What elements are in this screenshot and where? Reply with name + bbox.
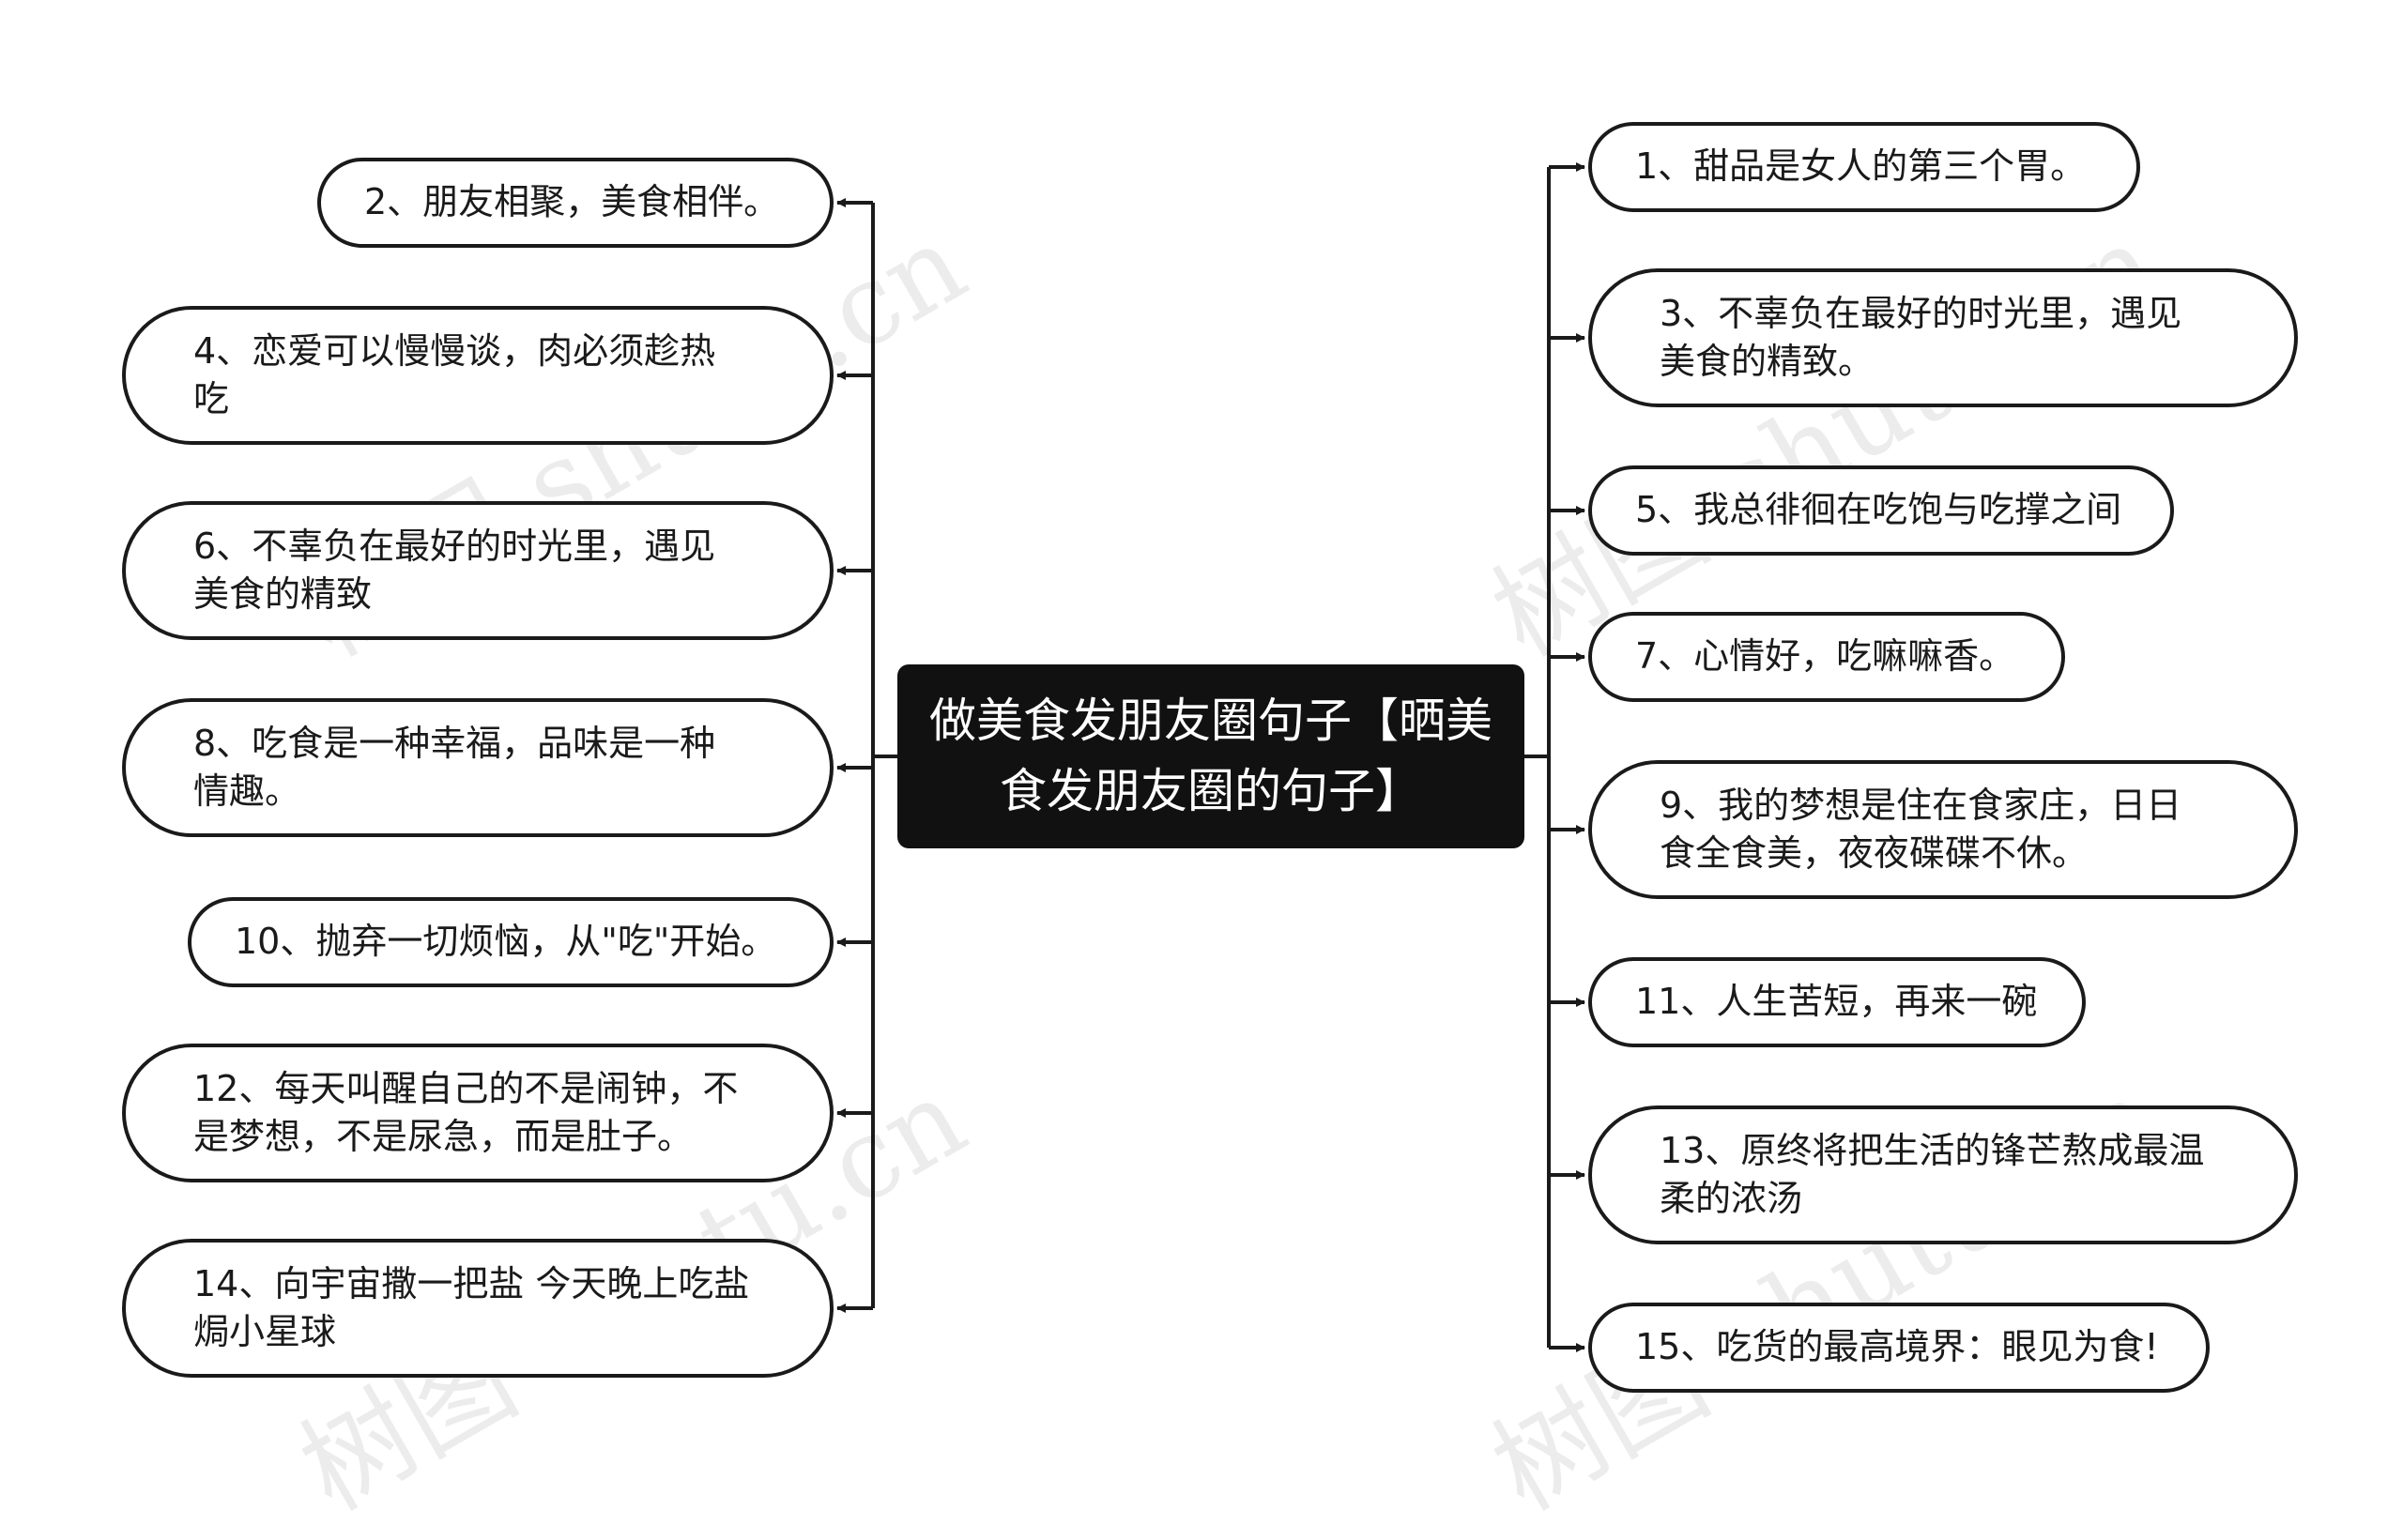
branch-node-text: 2、朋友相聚，美食相伴。: [364, 181, 780, 223]
branch-node-1[interactable]: 1、甜品是女人的第三个胃。: [1588, 122, 2140, 212]
branch-node-12[interactable]: 12、每天叫醒自己的不是闹钟，不是梦想，不是尿急，而是肚子。: [122, 1044, 834, 1182]
branch-node-6[interactable]: 6、不辜负在最好的时光里，遇见美食的精致: [122, 501, 834, 640]
branch-node-9[interactable]: 9、我的梦想是住在食家庄，日日食全食美，夜夜碟碟不休。: [1588, 760, 2298, 899]
branch-node-text: 14、向宇宙撒一把盐 今天晚上吃盐焗小星球: [193, 1262, 750, 1352]
branch-node-text: 12、每天叫醒自己的不是闹钟，不是梦想，不是尿急，而是肚子。: [193, 1067, 739, 1157]
branch-node-15[interactable]: 15、吃货的最高境界：眼见为食!: [1588, 1303, 2210, 1393]
branch-node-11[interactable]: 11、人生苦短，再来一碗: [1588, 957, 2086, 1047]
branch-node-text: 8、吃食是一种幸福，品味是一种情趣。: [193, 722, 716, 812]
branch-node-text: 4、恋爱可以慢慢谈，肉必须趁热吃: [193, 329, 716, 419]
branch-node-2[interactable]: 2、朋友相聚，美食相伴。: [317, 158, 834, 248]
central-topic-node[interactable]: 做美食发朋友圈句子【晒美食发朋友圈的句子】: [897, 664, 1524, 848]
branch-node-5[interactable]: 5、我总徘徊在吃饱与吃撑之间: [1588, 465, 2174, 556]
branch-node-10[interactable]: 10、抛弃一切烦恼，从"吃"开始。: [188, 897, 834, 987]
branch-node-text: 7、心情好，吃嘛嘛香。: [1635, 635, 2015, 678]
branch-node-text: 6、不辜负在最好的时光里，遇见美食的精致: [193, 525, 716, 615]
branch-node-7[interactable]: 7、心情好，吃嘛嘛香。: [1588, 612, 2065, 702]
branch-node-text: 10、抛弃一切烦恼，从"吃"开始。: [235, 921, 777, 963]
branch-node-14[interactable]: 14、向宇宙撒一把盐 今天晚上吃盐焗小星球: [122, 1239, 834, 1378]
central-topic-title: 做美食发朋友圈句子【晒美食发朋友圈的句子】: [929, 694, 1492, 818]
watermark: 树图 shutu.cn: [1472, 198, 2179, 681]
branch-node-4[interactable]: 4、恋爱可以慢慢谈，肉必须趁热吃: [122, 306, 834, 445]
branch-node-text: 13、原终将把生活的锋芒熬成最温柔的浓汤: [1660, 1129, 2205, 1219]
branch-node-text: 1、甜品是女人的第三个胃。: [1635, 145, 2087, 188]
branch-node-8[interactable]: 8、吃食是一种幸福，品味是一种情趣。: [122, 698, 834, 837]
branch-node-3[interactable]: 3、不辜负在最好的时光里，遇见美食的精致。: [1588, 268, 2298, 407]
branch-node-text: 15、吃货的最高境界：眼见为食!: [1635, 1326, 2159, 1368]
branch-node-text: 5、我总徘徊在吃饱与吃撑之间: [1635, 489, 2122, 531]
branch-node-text: 9、我的梦想是住在食家庄，日日食全食美，夜夜碟碟不休。: [1660, 784, 2182, 874]
mind-map: 树图 shutu.cn 树图 shutu.cn 树图 shutu.cn 树图 s…: [122, 122, 2298, 1535]
branch-node-text: 11、人生苦短，再来一碗: [1635, 981, 2038, 1023]
branch-node-13[interactable]: 13、原终将把生活的锋芒熬成最温柔的浓汤: [1588, 1105, 2298, 1244]
branch-node-text: 3、不辜负在最好的时光里，遇见美食的精致。: [1660, 292, 2182, 382]
